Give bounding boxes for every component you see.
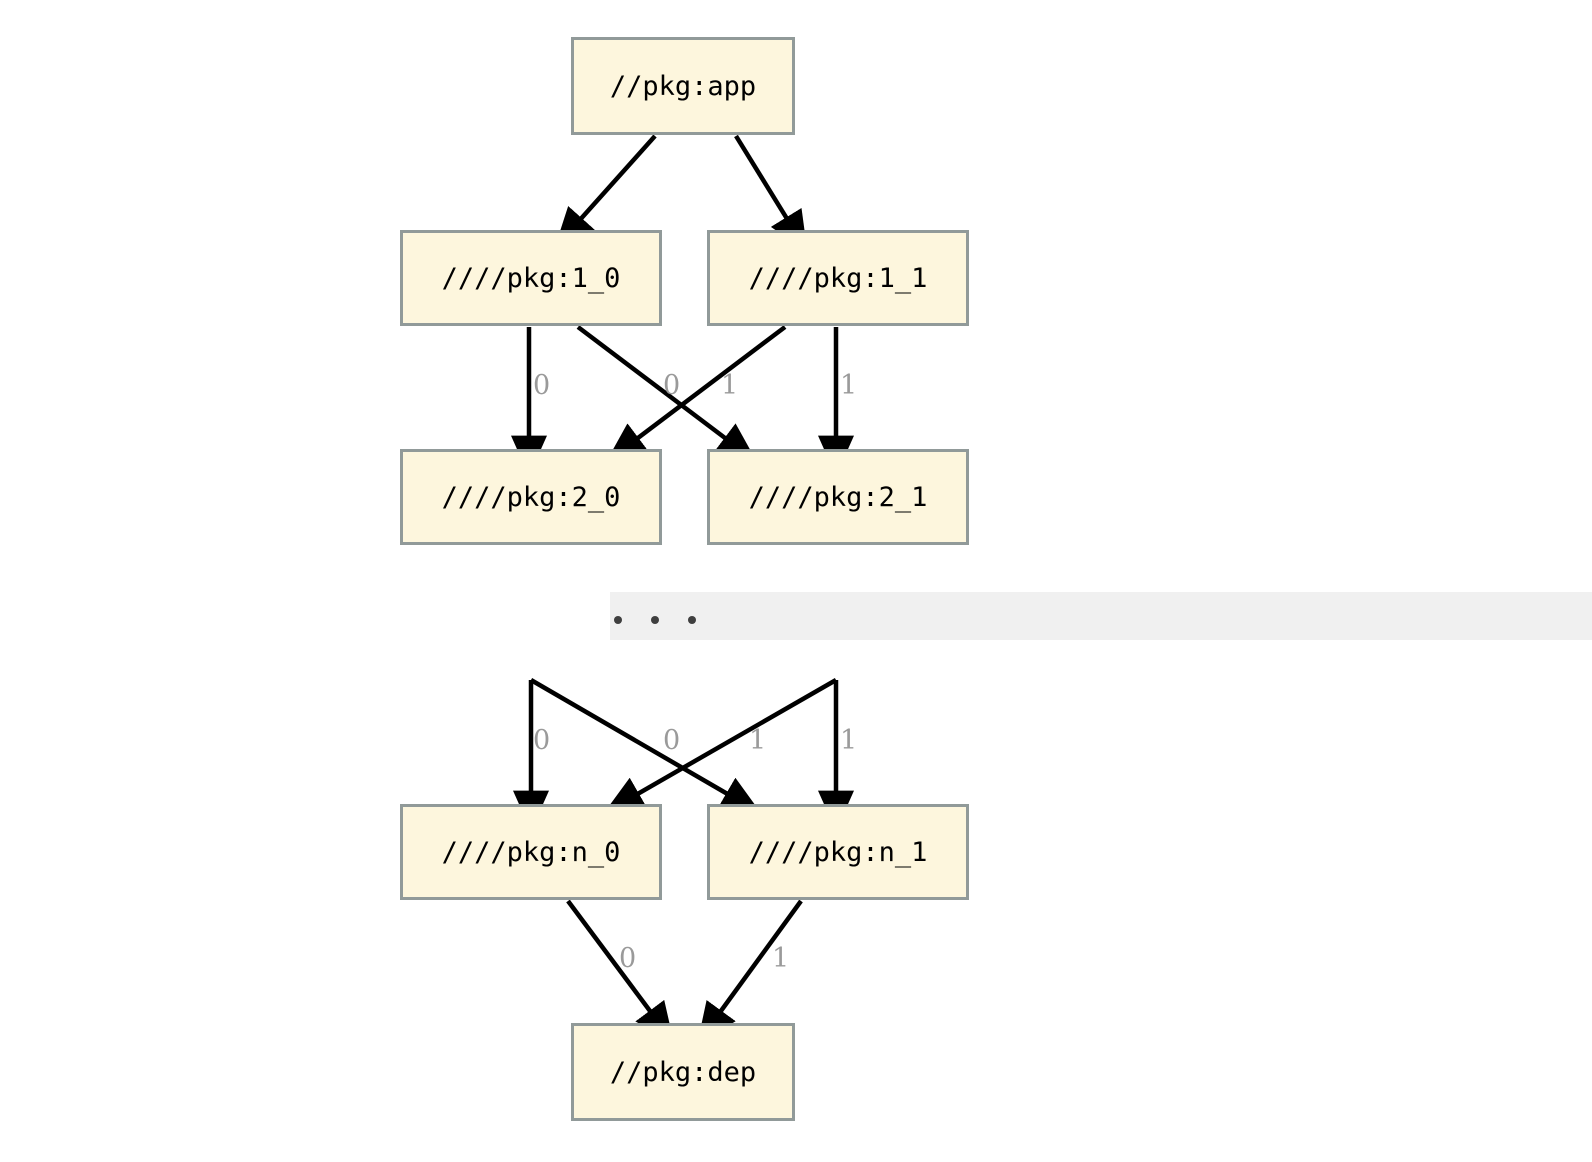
node-label-app: //pkg:app — [609, 70, 757, 102]
node-pkg-1_1[interactable]: ////pkg:1_1 — [707, 230, 969, 326]
node-label-pkg-n_0: ////pkg:n_0 — [441, 836, 621, 868]
edge-label-upper-to-n_1: 0 — [663, 725, 681, 756]
edge-label-1_1-to-2_0: 1 — [721, 370, 739, 401]
edge-label-n_1-to-dep: 1 — [772, 943, 790, 974]
edge-1_1-to-2_0 — [605, 325, 787, 463]
edge-app-to-1_1 — [734, 134, 808, 252]
edge-1_0-to-2_1 — [576, 325, 758, 463]
edge-label-1_0-to-2_0: 0 — [533, 370, 551, 401]
node-pkg-2_0[interactable]: ////pkg:2_0 — [400, 449, 662, 545]
edge-label-upper2-to-n_1: 1 — [840, 725, 858, 756]
node-label-pkg-1_1: ////pkg:1_1 — [748, 262, 928, 294]
edge-upper-to-n_1 — [529, 678, 762, 814]
node-pkg-2_1[interactable]: ////pkg:2_1 — [707, 449, 969, 545]
node-pkg-n_1[interactable]: ////pkg:n_1 — [707, 804, 969, 900]
edge-label-n_0-to-dep: 0 — [619, 943, 637, 974]
edge-n_0-to-dep — [566, 899, 674, 1044]
ellipsis-dot-3 — [688, 616, 696, 624]
ellipsis-dot-2 — [651, 616, 659, 624]
edge-upper2-to-n_0 — [603, 678, 838, 814]
node-dep[interactable]: //pkg:dep — [571, 1023, 795, 1121]
node-pkg-n_0[interactable]: ////pkg:n_0 — [400, 804, 662, 900]
edge-label-1_1-to-2_1: 1 — [840, 370, 858, 401]
edge-app-to-1_0 — [554, 134, 657, 249]
node-label-pkg-2_0: ////pkg:2_0 — [441, 481, 621, 513]
edge-n_1-to-dep — [697, 899, 803, 1044]
node-app[interactable]: //pkg:app — [571, 37, 795, 135]
node-label-pkg-2_1: ////pkg:2_1 — [748, 481, 928, 513]
ellipsis-dot-1 — [614, 616, 622, 624]
node-label-pkg-n_1: ////pkg:n_1 — [748, 836, 928, 868]
node-label-dep: //pkg:dep — [609, 1056, 757, 1088]
edge-label-upper2-to-n_0: 1 — [749, 725, 767, 756]
edge-label-1_0-to-2_1: 0 — [663, 370, 681, 401]
ellipsis-band — [610, 592, 1592, 640]
edge-label-upper-to-n_0: 0 — [533, 725, 551, 756]
node-label-pkg-1_0: ////pkg:1_0 — [441, 262, 621, 294]
ellipsis-dots — [614, 616, 725, 624]
node-pkg-1_0[interactable]: ////pkg:1_0 — [400, 230, 662, 326]
